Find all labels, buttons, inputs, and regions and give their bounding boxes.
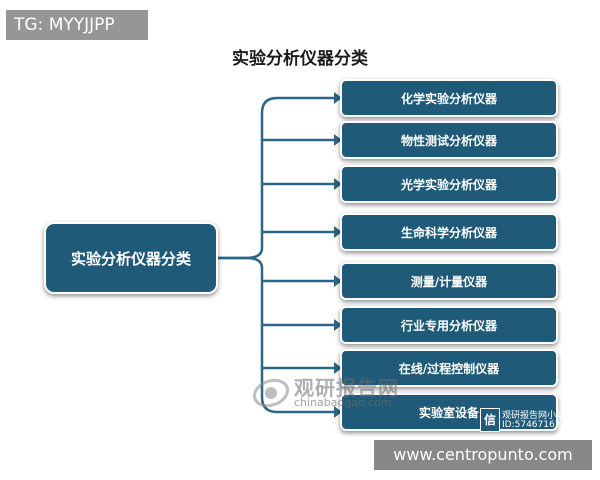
category-chemistry: 化学实验分析仪器 (340, 79, 558, 117)
watermark-url: chinabaogao.com (294, 396, 392, 409)
category-life-science: 生命科学分析仪器 (340, 213, 558, 251)
badge-id: ID:57467163 (502, 420, 561, 430)
arrowheads (334, 92, 342, 418)
tg-tag: TG: MYYJJPP (6, 10, 148, 40)
badge-name: 观研报告网小站 (502, 411, 566, 421)
category-industry-specific: 行业专用分析仪器 (340, 306, 558, 344)
watermark-logo-icon (253, 378, 289, 408)
root-node: 实验分析仪器分类 (44, 222, 218, 294)
branch-lower (218, 256, 334, 414)
category-measurement: 测量/计量仪器 (340, 262, 558, 300)
watermark-brand: 观研报告网 (294, 376, 399, 400)
footer-url: www.centropunto.com (374, 440, 592, 470)
category-physical-testing: 物性测试分析仪器 (340, 121, 558, 159)
page-title: 实验分析仪器分类 (232, 49, 368, 69)
category-online-process: 在线/过程控制仪器 (340, 349, 558, 387)
branch-connectors (262, 138, 334, 370)
branch-upper (218, 96, 334, 260)
badge-icon: 信 (480, 408, 500, 432)
category-optical: 光学实验分析仪器 (340, 165, 558, 203)
category-lab-equipment: 实验室设备 (340, 393, 558, 431)
